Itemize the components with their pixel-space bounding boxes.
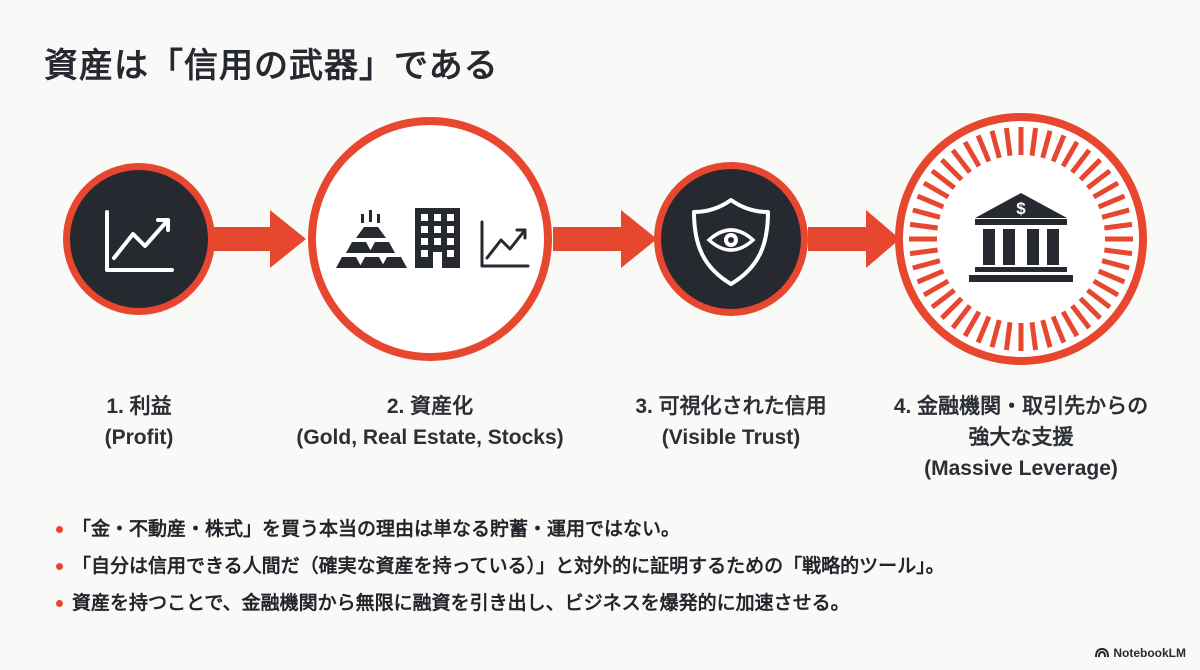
ray	[940, 158, 964, 182]
arrow-3-to-4	[808, 210, 900, 268]
ray	[989, 319, 1002, 348]
ray	[1101, 207, 1130, 220]
ray	[930, 168, 956, 190]
ray	[1060, 140, 1080, 168]
ray	[1040, 130, 1053, 159]
ray	[1003, 321, 1013, 351]
bullet-item-3: 資産を持つことで、金融機関から無限に融資を引き出し、ビジネスを爆発的に加速させる…	[56, 585, 945, 622]
ray	[975, 134, 992, 163]
ray	[1070, 148, 1092, 174]
ray	[1050, 134, 1067, 163]
step-2-node	[308, 117, 552, 361]
step-4-subtitle: (Massive Leverage)	[924, 457, 1118, 480]
step-2-label: 2. 資産化 (Gold, Real Estate, Stocks)	[280, 391, 580, 453]
building-icon	[415, 208, 460, 268]
slide-title: 資産は「信用の武器」である	[44, 46, 499, 86]
brand-name: NotebookLM	[1113, 646, 1186, 660]
bullet-list: 「金・不動産・株式」を買う本当の理由は単なる貯蓄・運用ではない。 「自分は信用で…	[56, 511, 945, 622]
ray	[922, 278, 950, 298]
ray	[1078, 158, 1102, 182]
ray	[940, 296, 964, 320]
ray	[1103, 247, 1133, 257]
ray	[975, 315, 992, 344]
ray	[916, 268, 945, 285]
ray	[1092, 180, 1120, 200]
step-4-title: 4. 金融機関・取引先からの	[893, 395, 1149, 418]
step-1-title: 1. 利益	[106, 395, 172, 418]
bullet-item-1: 「金・不動産・株式」を買う本当の理由は単なる貯蓄・運用ではない。	[56, 511, 945, 548]
step-1-subtitle: (Profit)	[104, 426, 174, 449]
ray	[989, 130, 1002, 159]
step-1-node	[63, 163, 215, 315]
bullet-item-2: 「自分は信用できる人間だ（確実な資産を持っている）」と対外的に証明するための「戦…	[56, 548, 945, 585]
ray	[1097, 193, 1126, 210]
step-2-title: 2. 資産化	[386, 395, 474, 418]
ray	[912, 207, 941, 220]
shield-eye-icon	[692, 198, 770, 286]
step-3-title: 3. 可視化された信用	[635, 395, 827, 418]
gold-bars-icon	[336, 210, 407, 268]
ray	[912, 258, 941, 271]
trend-chart-icon	[480, 220, 530, 268]
ray	[909, 221, 939, 231]
ray	[962, 310, 982, 338]
ray	[916, 193, 945, 210]
ray	[1092, 278, 1120, 298]
arrow-1-to-2	[214, 210, 306, 268]
ray	[1086, 168, 1112, 190]
ray	[922, 180, 950, 200]
ray	[1040, 319, 1053, 348]
ray	[930, 288, 956, 310]
radiating-rays	[909, 127, 1133, 351]
ray	[1101, 258, 1130, 271]
ray	[1086, 288, 1112, 310]
ray	[1103, 221, 1133, 231]
step-3-node	[654, 162, 808, 316]
brand-watermark: NotebookLM	[1095, 646, 1186, 660]
ray	[1060, 310, 1080, 338]
notebooklm-logo-icon	[1095, 648, 1110, 658]
ray	[1050, 315, 1067, 344]
trend-chart-icon	[105, 210, 174, 272]
step-3-subtitle: (Visible Trust)	[661, 426, 801, 449]
ray	[950, 148, 972, 174]
step-2-subtitle: (Gold, Real Estate, Stocks)	[296, 426, 564, 449]
ray	[1078, 296, 1102, 320]
ray	[909, 247, 939, 257]
step-4-label: 4. 金融機関・取引先からの 強大な支援 (Massive Leverage)	[871, 391, 1171, 484]
step-3-label: 3. 可視化された信用 (Visible Trust)	[581, 391, 881, 453]
step-1-label: 1. 利益 (Profit)	[0, 391, 289, 453]
arrow-2-to-3	[553, 210, 657, 268]
ray	[962, 140, 982, 168]
svg-text:$: $	[1016, 199, 1026, 218]
bank-dollar-icon: $	[969, 193, 1073, 282]
step-4-node: $	[895, 113, 1147, 365]
ray	[1003, 127, 1013, 157]
step-4-title-cont: 強大な支援	[968, 426, 1074, 449]
ray	[1070, 304, 1092, 330]
ray	[1097, 268, 1126, 285]
ray	[1029, 321, 1039, 351]
ray	[1029, 127, 1039, 157]
ray	[950, 304, 972, 330]
flow-diagram: $	[63, 113, 1147, 365]
